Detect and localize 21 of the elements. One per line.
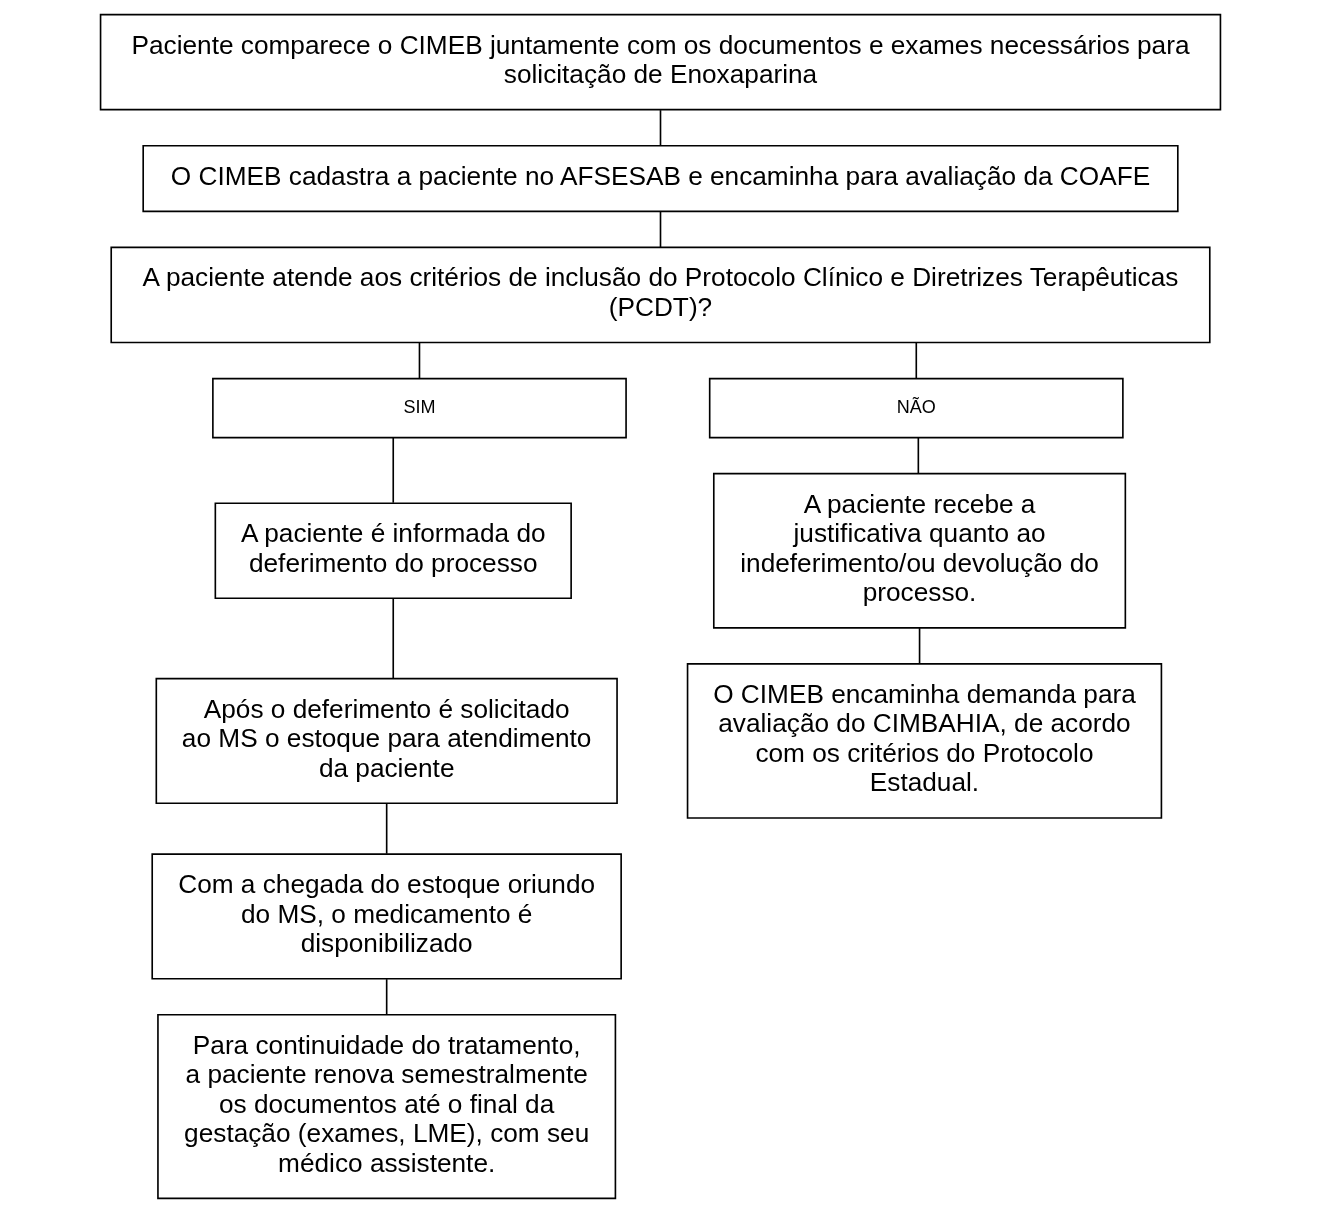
node-box: A paciente é informada do deferimento do processo <box>214 502 572 600</box>
connector <box>385 978 388 1016</box>
connector <box>418 342 421 380</box>
node-box: Com a chegada do estoque oriundo do MS, o medicamento é disponibilizado <box>151 853 622 980</box>
node-box: SIM <box>212 377 627 439</box>
node-box: NÃO <box>708 377 1124 439</box>
node-box: A paciente recebe a justificativa quanto ao indeferimento/ou devolução do processo. <box>712 472 1127 629</box>
connector <box>915 342 918 380</box>
node-box: Após o deferimento é solicitado ao MS o estoque para atendimento da paciente <box>155 677 618 805</box>
node-box: Para continuidade do tratamento, a paciente renova semestralmente os documentos até o final da gestação (exames, LME), com seu médico assistente. <box>157 1013 617 1200</box>
connector <box>392 597 395 680</box>
node-box: O CIMEB encaminha demanda para avaliação do CIMBAHIA, de acordo com os critérios do Protocolo Estadual. <box>686 663 1163 819</box>
connector <box>659 109 662 146</box>
connector <box>917 436 920 475</box>
connector <box>385 802 388 855</box>
connector <box>918 627 921 665</box>
connector <box>392 436 395 504</box>
node-box: O CIMEB cadastra a paciente no AFSESAB e encaminha para avaliação da COAFE <box>142 144 1179 213</box>
node-box: Paciente comparece o CIMEB juntamente com os documentos e exames necessários para solicitação de Enoxaparina <box>99 13 1222 111</box>
node-box: A paciente atende aos critérios de inclusão do Protocolo Clínico e Diretrizes Terapêuticas (PCDT)? <box>110 246 1211 344</box>
connector <box>659 210 662 248</box>
